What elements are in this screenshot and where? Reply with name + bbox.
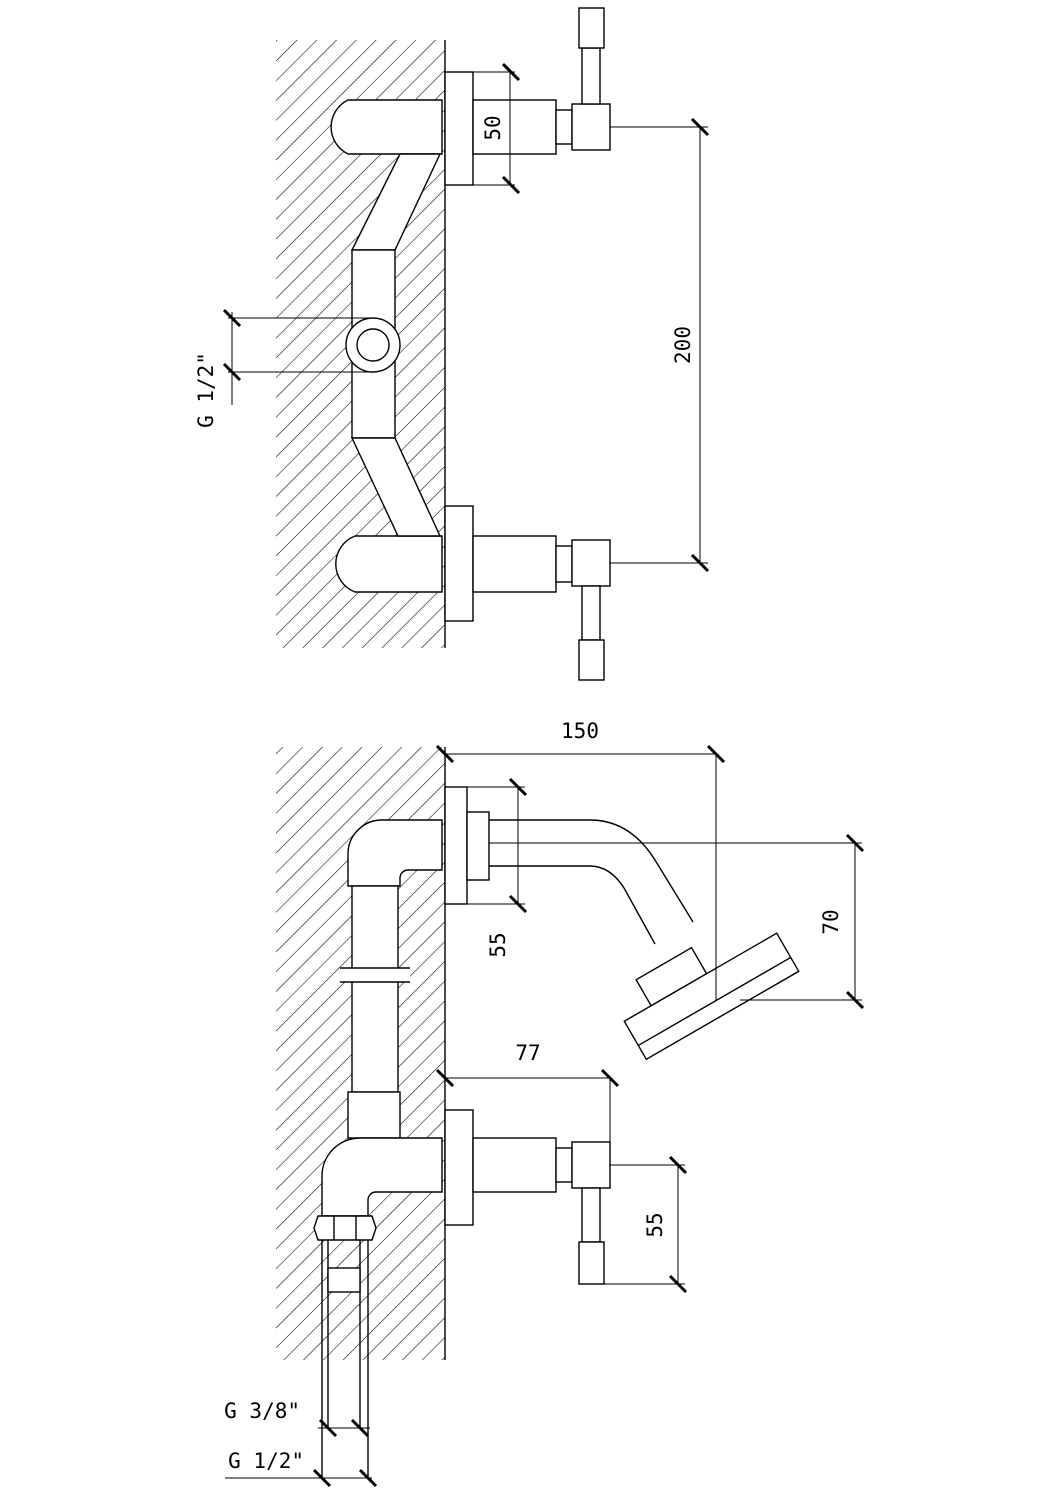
lower-stem [472, 535, 557, 593]
inlet-inner-circle [356, 328, 390, 362]
lower-elbow [321, 1137, 443, 1217]
dimension-head-70: 70 [489, 833, 865, 1010]
upper-flange [444, 71, 474, 186]
lower-valve-body [335, 535, 443, 593]
upper-valve-body [330, 99, 443, 155]
dimension-flange-50: 50 [445, 62, 521, 195]
supply-pipe-insert [327, 1267, 361, 1293]
inlet-outer-circle [345, 317, 401, 373]
upper-handle-lever [581, 47, 601, 105]
side-view: 150 55 70 77 [224, 719, 865, 1488]
dimension-label-50: 50 [481, 115, 505, 140]
upper-handle-hub [571, 103, 611, 151]
arm-flange [444, 786, 468, 905]
shower-head [623, 932, 800, 1061]
valve-flange [444, 1109, 474, 1226]
valve-stem [472, 1137, 557, 1193]
lower-diagonal-pipe [350, 437, 442, 537]
shower-head-face [637, 956, 792, 1047]
top-view: 50 200 G 1/2" [194, 7, 710, 681]
pipe-break-gap [340, 968, 410, 982]
dimension-label-handle-55: 55 [643, 1212, 667, 1237]
dimension-label-77: 77 [515, 1041, 540, 1065]
dimension-pipe-large: G 1/2" [225, 1449, 378, 1488]
upper-handle-grip [578, 7, 605, 49]
arm-flange-collar [466, 811, 490, 881]
dimension-handle-55: 55 [604, 1155, 688, 1294]
lower-handle-lever [581, 585, 601, 641]
upper-stem-neck [555, 109, 573, 145]
valve-handle-lever [581, 1187, 601, 1243]
shower-arm [489, 819, 694, 945]
valve-handle-grip [578, 1241, 605, 1285]
dimension-label-g38: G 3/8" [224, 1399, 300, 1423]
dimension-label-g12: G 1/2" [228, 1449, 304, 1473]
lower-flange [444, 505, 474, 622]
upper-stem [472, 99, 557, 155]
valve-stem-neck [555, 1147, 573, 1183]
riser-coupling [347, 1091, 401, 1139]
lower-handle-hub [571, 539, 611, 587]
upper-elbow [347, 819, 443, 887]
dimension-projection-150: 150 [435, 719, 726, 1000]
riser-pipe [351, 885, 399, 1093]
dimension-label-spout-55: 55 [486, 932, 510, 957]
hex-nut [313, 1215, 377, 1241]
dimension-label-inlet: G 1/2" [194, 352, 218, 428]
dimension-label-70: 70 [819, 909, 843, 934]
valve-handle-hub [571, 1141, 611, 1189]
dimension-spout-flange-55: 55 [467, 777, 528, 958]
lower-handle-grip [578, 639, 605, 681]
dimension-valve-77: 77 [435, 1041, 620, 1142]
lower-stem-neck [555, 545, 573, 583]
dimension-inlet: G 1/2" [194, 308, 373, 428]
dimension-label-150: 150 [561, 719, 599, 743]
dimension-pipe-small: G 3/8" [224, 1399, 370, 1438]
dimension-label-200: 200 [671, 326, 695, 364]
dimension-centers-200: 200 [610, 117, 710, 573]
